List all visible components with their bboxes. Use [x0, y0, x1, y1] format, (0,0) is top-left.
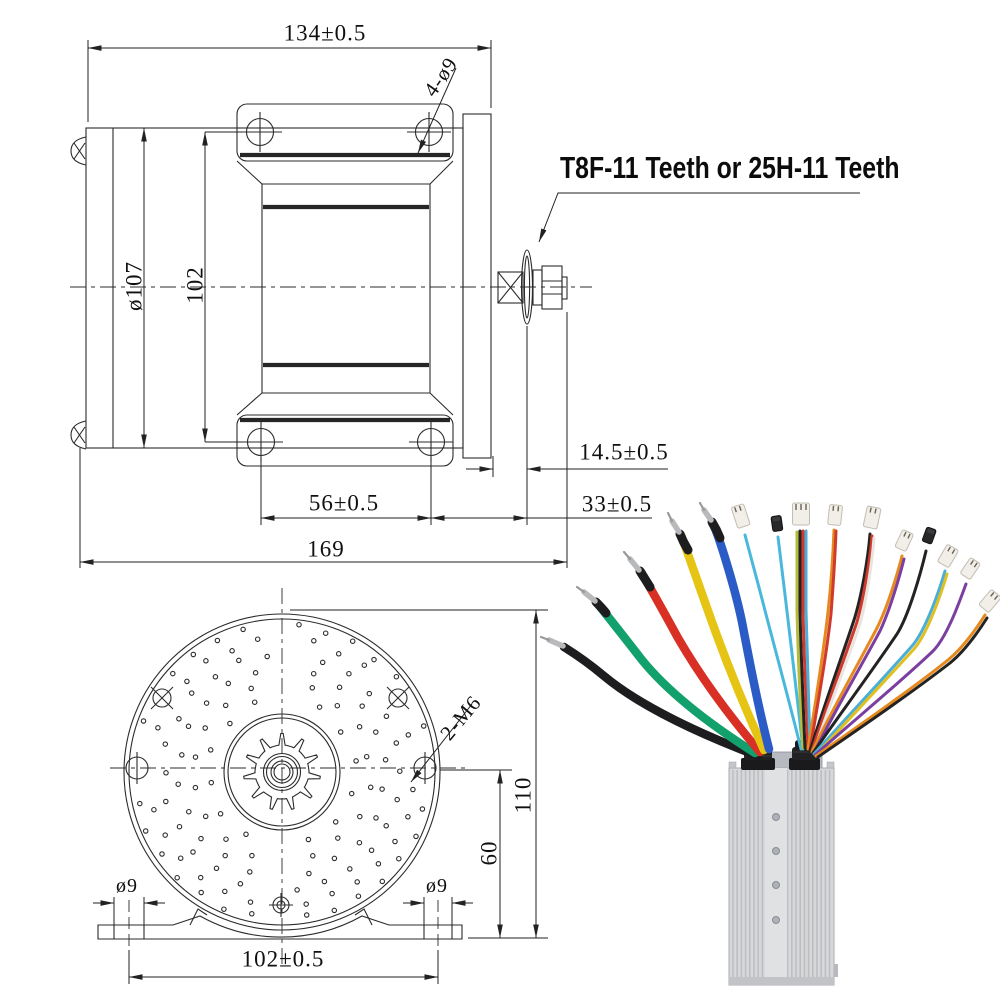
dim-134 [87, 40, 492, 122]
leader-4-o9 [417, 67, 457, 154]
dim-o9-left [93, 897, 165, 925]
black-connector [921, 526, 937, 545]
sprocket-note: T8F-11 Teeth or 25H-11 Teeth [560, 150, 900, 185]
connectors [731, 502, 1000, 613]
face-screw-right [386, 686, 410, 710]
dim-14p5 [466, 326, 668, 525]
dim-label-mount-width: 102 [182, 266, 208, 304]
dim-102-feet [128, 950, 439, 984]
jst-connector [862, 505, 882, 530]
wire-ferrules [546, 507, 714, 649]
dim-169 [79, 312, 568, 568]
dim-label-width: 134±0.5 [283, 20, 367, 46]
leader-sprocket-note [538, 192, 860, 243]
dim-102 [202, 131, 242, 443]
dim-110 [290, 609, 548, 939]
face-screw-left [150, 686, 174, 710]
end-screw-top [70, 136, 87, 166]
dim-label-diameter: ø107 [121, 261, 147, 311]
jst-connector [960, 557, 981, 580]
vent-hole-pattern [137, 621, 427, 918]
dim-label-height: 110 [510, 776, 536, 814]
jst-connector [731, 503, 751, 529]
mounting-feet [97, 900, 463, 948]
face-screw-bottom [269, 893, 293, 917]
black-connector [770, 515, 784, 532]
dim-56-33 [260, 458, 652, 525]
jst-connector-large [792, 502, 810, 526]
end-screw-bottom [70, 420, 87, 450]
motor-side-view [70, 40, 860, 568]
motor-front-view [93, 588, 548, 984]
phase-wires [539, 501, 774, 761]
dim-label-hole-height: 60 [476, 840, 502, 866]
dim-label-foot-span: 102±0.5 [241, 946, 325, 972]
controller-photo [539, 501, 1000, 986]
dim-o9-right [403, 897, 473, 925]
case-screws [772, 813, 780, 924]
controller-case [728, 740, 838, 986]
jst-connector [827, 504, 843, 526]
jst-connector [937, 544, 959, 568]
signal-wires [743, 528, 989, 759]
sprocket-front [243, 732, 321, 810]
dim-label-total-length: 169 [307, 536, 345, 562]
dim-label-foot-hole-right: ø9 [426, 875, 448, 897]
dim-60 [440, 769, 512, 938]
leader-2m6 [410, 703, 473, 783]
shaft-sprocket-side [497, 249, 568, 325]
dim-label-shaft-offset: 33±0.5 [581, 491, 653, 517]
dim-label-foot-hole-left: ø9 [116, 875, 138, 897]
jst-connector [978, 589, 1000, 613]
dim-label-sprocket-offset: 14.5±0.5 [579, 439, 669, 465]
jst-connector [894, 529, 914, 552]
dim-label-mount-length: 56±0.5 [308, 490, 380, 516]
